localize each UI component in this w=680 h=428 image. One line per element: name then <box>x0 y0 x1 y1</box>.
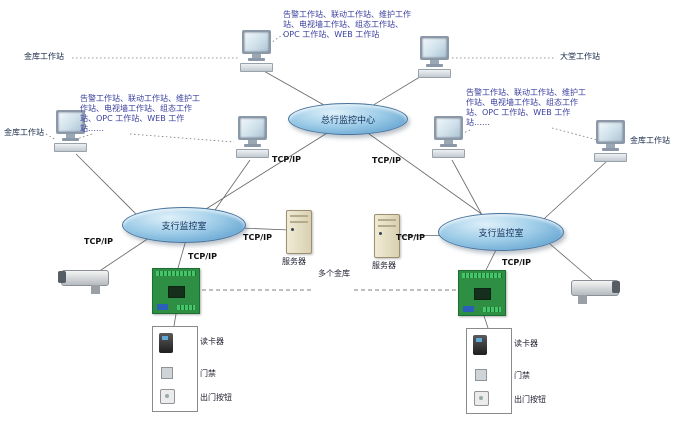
access-left-label-reader: 读卡器 <box>200 337 224 346</box>
server-slot <box>290 215 308 217</box>
keyboard-icon <box>239 63 273 72</box>
cctv-camera-icon-right <box>566 276 622 306</box>
terminal-strip <box>156 271 196 276</box>
network-cloud-right-label: 支行监控室 <box>478 228 524 239</box>
tcpip-label: TCP/IP <box>372 156 401 165</box>
workstation-icon-mid-left <box>234 116 270 158</box>
card-reader-icon <box>159 333 173 353</box>
camera-lens <box>612 281 620 293</box>
tcpip-label: TCP/IP <box>502 258 531 267</box>
access-left-label-button: 出门按钮 <box>200 393 232 402</box>
access-right-label-reader: 读卡器 <box>514 339 538 348</box>
access-panel-right <box>466 328 512 414</box>
server-slot <box>378 219 396 221</box>
monitor-stand <box>605 144 615 148</box>
monitor-icon <box>241 30 271 54</box>
monitor-icon <box>55 110 85 134</box>
connector <box>157 304 168 310</box>
server-right-label: 服务器 <box>372 261 396 270</box>
monitor-base <box>439 144 457 147</box>
tcpip-label: TCP/IP <box>84 237 113 246</box>
keyboard-icon <box>53 143 87 152</box>
keyboard-icon <box>593 153 627 162</box>
camera-body <box>61 270 109 286</box>
monitor-icon <box>419 36 449 60</box>
access-left-label-sensor: 门禁 <box>200 369 216 378</box>
server-led <box>379 232 382 235</box>
cctv-camera-icon-left <box>56 266 112 296</box>
monitor-base <box>425 64 443 67</box>
monitor-icon <box>237 116 267 140</box>
server-left-label: 服务器 <box>282 257 306 266</box>
station-label-top-left: 金库工作站 <box>24 52 64 61</box>
tcpip-label: TCP/IP <box>396 233 425 242</box>
camera-mount <box>578 295 587 304</box>
station-label-mid-left: 金库工作站 <box>4 128 44 137</box>
workstation-list-right: 告警工作站、联动工作站、维护工作站、电视墙工作站、组态工作站、OPC 工作站、W… <box>466 88 586 127</box>
monitor-base <box>601 148 619 151</box>
tcpip-label: TCP/IP <box>272 155 301 164</box>
controller-board-icon-right <box>458 270 506 316</box>
workstation-list-left: 告警工作站、联动工作站、维护工作站、电视墙工作站、组态工作站、OPC 工作站、W… <box>80 94 200 133</box>
server-slot <box>290 221 308 223</box>
workstation-icon-top-left <box>238 30 274 72</box>
monitor-stand <box>65 134 75 138</box>
tcpip-label: TCP/IP <box>188 252 217 261</box>
workstation-list-top: 告警工作站、联动工作站、维护工作站、电视墙工作站、组态工作站、OPC 工作站、W… <box>283 10 411 39</box>
network-cloud-left: 支行监控室 <box>122 207 246 243</box>
camera-mount <box>91 285 100 294</box>
network-cloud-left-label: 支行监控室 <box>161 221 207 232</box>
connector <box>463 306 474 312</box>
server-led <box>291 228 294 231</box>
door-sensor-icon <box>161 367 173 379</box>
network-cloud-right: 支行监控室 <box>438 213 564 251</box>
keyboard-icon <box>417 69 451 78</box>
server-slot <box>378 225 396 227</box>
monitor-stand <box>251 54 261 58</box>
station-label-mid-right: 金库工作站 <box>630 136 670 145</box>
exit-button-icon <box>474 391 489 406</box>
server-icon-left <box>286 210 312 254</box>
workstation-icon-far-left <box>52 110 88 152</box>
controller-board-icon-left <box>152 268 200 314</box>
network-cloud-top-label: 总行监控中心 <box>320 115 375 126</box>
monitor-base <box>247 58 265 61</box>
access-panel-left <box>152 326 198 412</box>
terminal-strip <box>483 307 501 312</box>
server-icon-right <box>374 214 400 258</box>
tcpip-label: TCP/IP <box>243 233 272 242</box>
monitor-stand <box>429 60 439 64</box>
workstation-icon-mid-right <box>430 116 466 158</box>
workstation-icon-far-right <box>592 120 628 162</box>
access-right-label-sensor: 门禁 <box>514 371 530 380</box>
card-reader-icon <box>473 335 487 355</box>
door-sensor-icon <box>475 369 487 381</box>
keyboard-icon <box>235 149 269 158</box>
monitor-stand <box>247 140 257 144</box>
monitor-base <box>243 144 261 147</box>
network-cloud-top: 总行监控中心 <box>288 103 408 135</box>
monitor-base <box>61 138 79 141</box>
monitor-icon <box>433 116 463 140</box>
access-right-label-button: 出门按钮 <box>514 395 546 404</box>
camera-lens <box>58 271 66 283</box>
exit-button-icon <box>160 389 175 404</box>
monitor-icon <box>595 120 625 144</box>
terminal-strip <box>462 273 502 278</box>
terminal-strip <box>177 305 195 310</box>
chip <box>168 286 185 298</box>
workstation-icon-top-right <box>416 36 452 78</box>
chip <box>474 288 491 300</box>
station-label-top-right: 大堂工作站 <box>560 52 600 61</box>
monitor-stand <box>443 140 453 144</box>
multi-vault-note: 多个金库 <box>318 269 350 278</box>
keyboard-icon <box>431 149 465 158</box>
